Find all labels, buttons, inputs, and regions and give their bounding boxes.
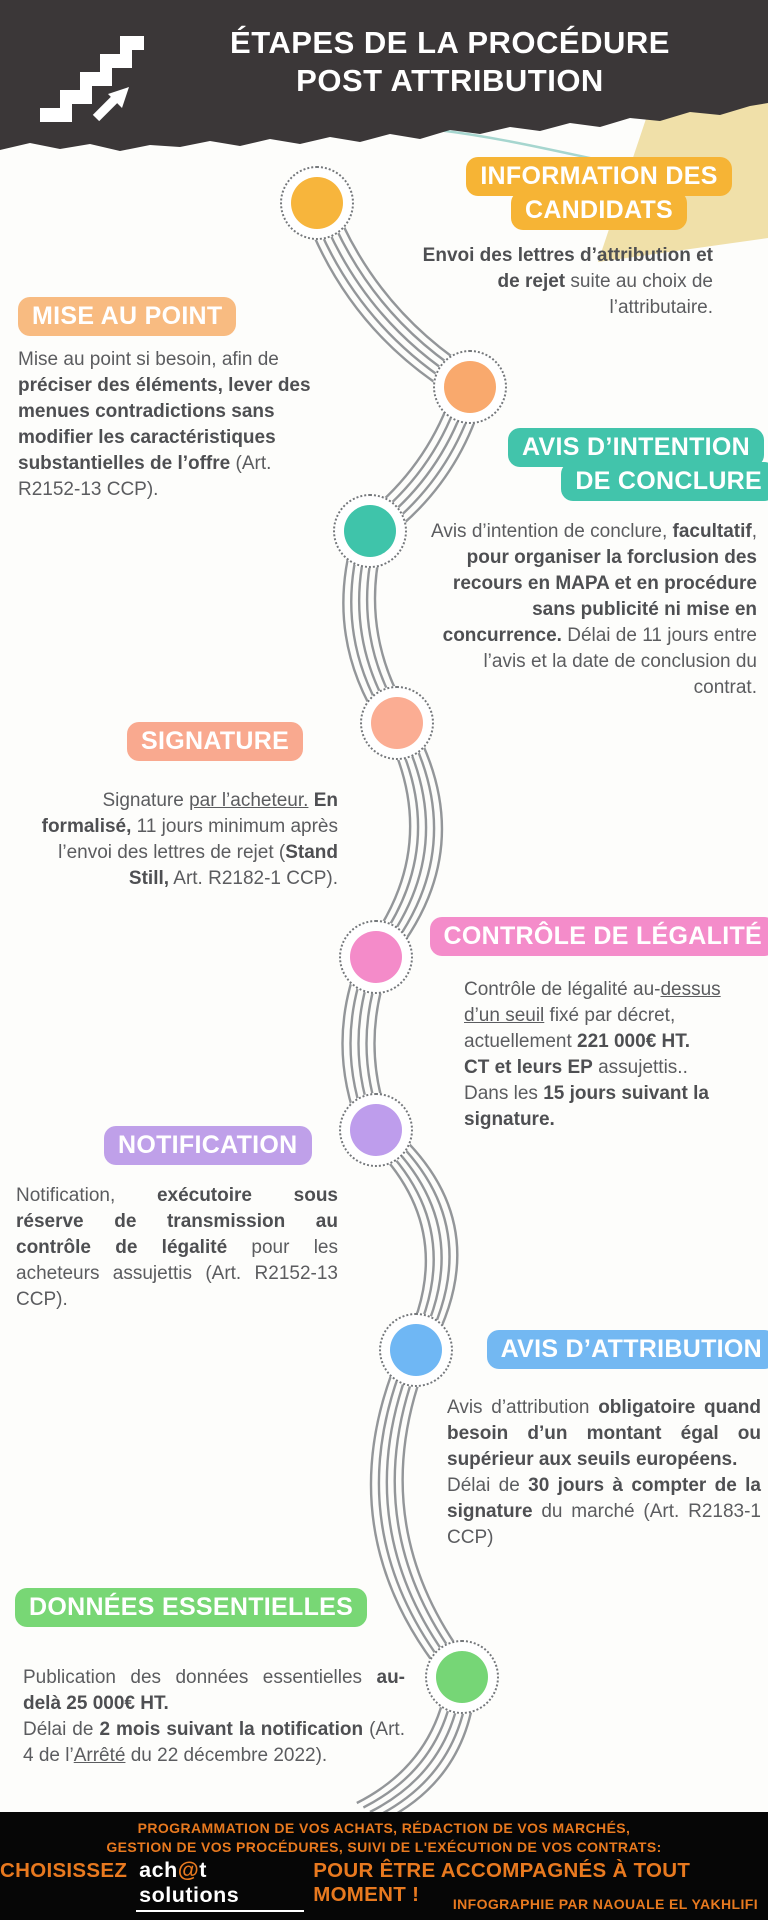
brand-part2: t solutions: [139, 1858, 240, 1907]
step-badge-mise-au-point: MISE AU POINT: [18, 297, 237, 336]
step-text-avis-attribution: Avis d’attribution obligatoire quand bes…: [447, 1397, 761, 1548]
timeline-dot-information-candidats: [280, 166, 354, 240]
dot-fill: [350, 931, 402, 983]
brand-part1: ach: [139, 1858, 178, 1882]
footer-cta-prefix: CHOISISSEZ: [0, 1859, 128, 1882]
step-text-information-candidats: Envoi des lettres d’attribution et de re…: [422, 245, 713, 318]
badge-label: SIGNATURE: [127, 722, 304, 761]
step-badge-signature: SIGNATURE: [127, 722, 304, 761]
badge-label: MISE AU POINT: [18, 297, 237, 336]
badge-label: AVIS D’ATTRIBUTION: [486, 1330, 768, 1369]
achat-solutions-logo: ach@t solutions: [136, 1858, 305, 1912]
badge-label: CANDIDATS: [510, 191, 688, 230]
stairs-up-arrow-icon: [40, 36, 144, 122]
badge-label: DONNÉES ESSENTIELLES: [15, 1588, 368, 1627]
dot-fill: [371, 697, 423, 749]
step-badge-avis-intention: AVIS D’INTENTION DE CONCLURE: [508, 428, 768, 501]
timeline-dot-controle-legalite: [339, 920, 413, 994]
dot-fill: [344, 505, 396, 557]
step-text-notification: Notification, exécutoire sous réserve de…: [16, 1185, 338, 1310]
dot-fill: [350, 1104, 402, 1156]
step-text-mise-au-point: Mise au point si besoin, afin de précise…: [18, 349, 311, 500]
timeline-dot-signature: [360, 686, 434, 760]
timeline-dot-notification: [339, 1093, 413, 1167]
badge-label: DE CONCLURE: [561, 462, 768, 501]
step-badge-notification: NOTIFICATION: [104, 1126, 312, 1165]
step-badge-controle-legalite: CONTRÔLE DE LÉGALITÉ: [429, 917, 768, 956]
page-title: ÉTAPES DE LA PROCÉDURE POST ATTRIBUTION: [150, 24, 750, 100]
step-text-avis-intention: Avis d’intention de conclure, facultatif…: [431, 521, 757, 698]
footer-cta: CHOISISSEZ ach@t solutions POUR ÊTRE ACC…: [0, 1858, 768, 1912]
footer-services-line1: PROGRAMMATION DE VOS ACHATS, RÉDACTION D…: [137, 1820, 631, 1836]
timeline-dot-avis-attribution: [379, 1313, 453, 1387]
page-title-line1: ÉTAPES DE LA PROCÉDURE: [230, 25, 670, 60]
footer-cta-suffix: POUR ÊTRE ACCOMPAGNÉS À TOUT MOMENT !: [313, 1859, 691, 1906]
dot-fill: [390, 1324, 442, 1376]
timeline-dot-mise-au-point: [433, 350, 507, 424]
footer-banner: PROGRAMMATION DE VOS ACHATS, RÉDACTION D…: [0, 1812, 768, 1920]
timeline-dot-donnees-essentielles: [425, 1640, 499, 1714]
dot-fill: [444, 361, 496, 413]
step-badge-information-candidats: INFORMATION DES CANDIDATS: [449, 157, 749, 230]
step-badge-avis-attribution: AVIS D’ATTRIBUTION: [486, 1330, 768, 1369]
footer-credit: INFOGRAPHIE PAR NAOUALE EL YAKHLIFI: [452, 1896, 758, 1912]
step-text-donnees-essentielles: Publication des données essentielles au-…: [23, 1667, 405, 1766]
badge-label: AVIS D’INTENTION: [508, 428, 764, 467]
badge-label: NOTIFICATION: [104, 1126, 312, 1165]
dot-fill: [436, 1651, 488, 1703]
step-badge-donnees-essentielles: DONNÉES ESSENTIELLES: [15, 1588, 368, 1627]
step-text-signature: Signature par l’acheteur. En formalisé, …: [41, 790, 338, 889]
footer-services-line2: GESTION DE VOS PROCÉDURES, SUIVI DE L'EX…: [106, 1839, 662, 1855]
step-text-controle-legalite: Contrôle de légalité au-dessus d’un seui…: [464, 979, 721, 1130]
badge-label: CONTRÔLE DE LÉGALITÉ: [429, 917, 768, 956]
dot-fill: [291, 177, 343, 229]
timeline-dot-avis-intention: [333, 494, 407, 568]
brand-at-icon: @: [177, 1858, 200, 1882]
page-title-line2: POST ATTRIBUTION: [296, 63, 604, 98]
